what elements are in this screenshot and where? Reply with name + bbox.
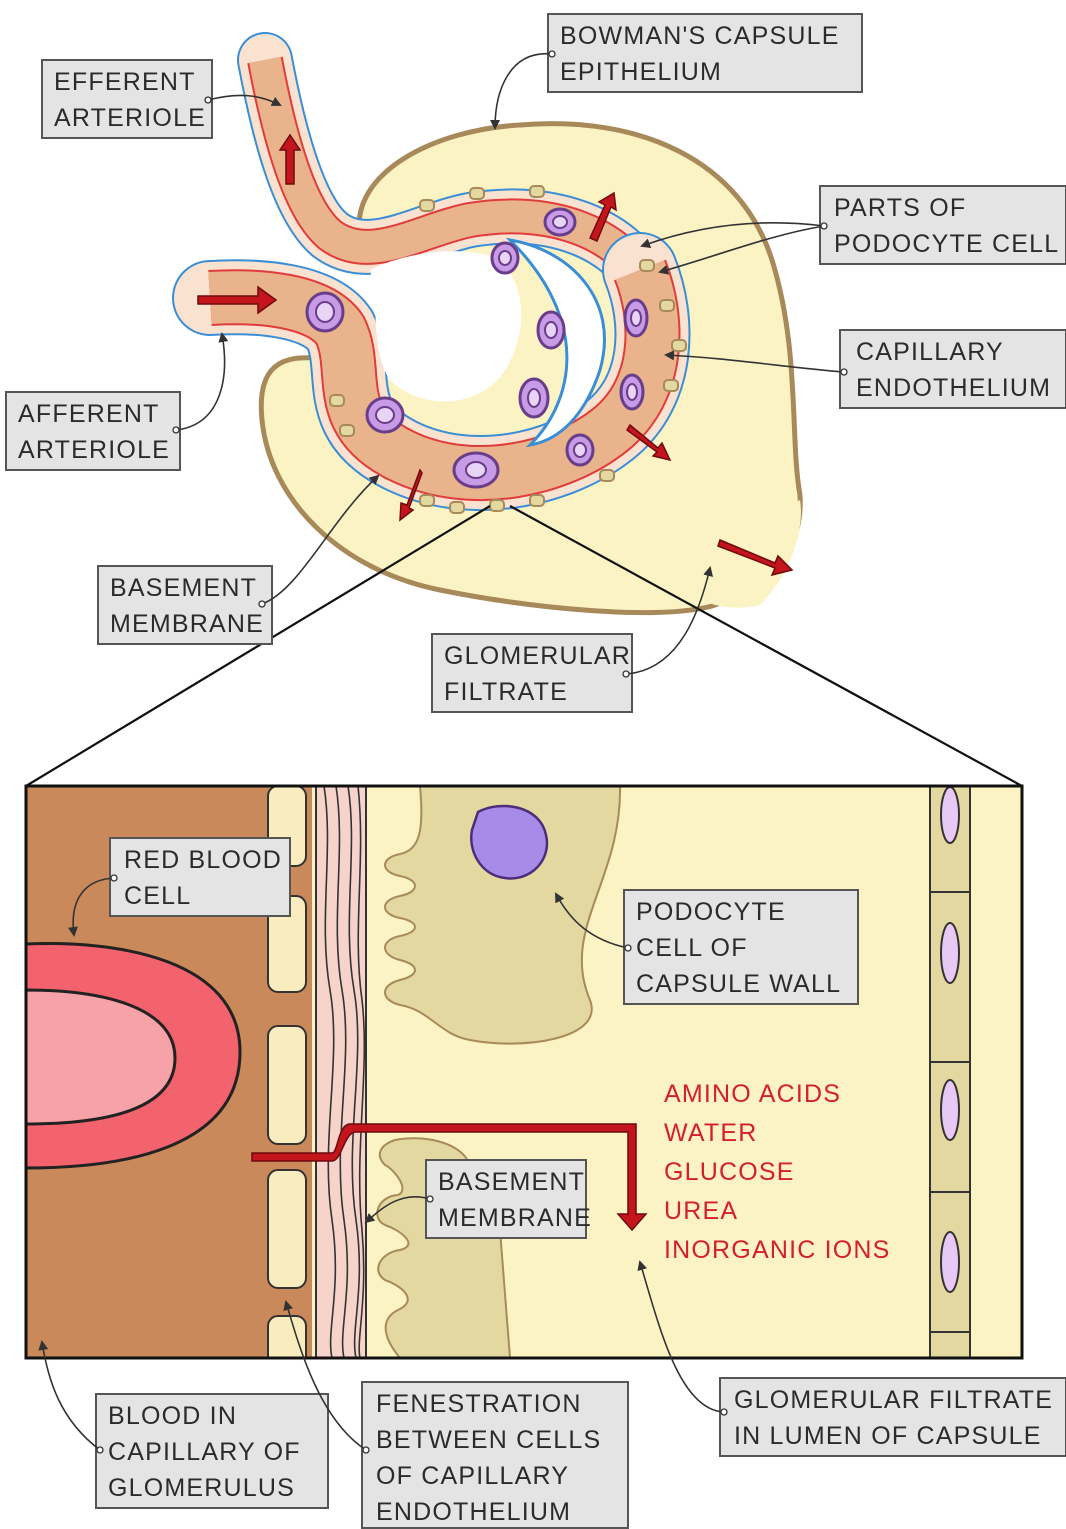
svg-text:ENDOTHELIUM: ENDOTHELIUM	[376, 1498, 571, 1526]
svg-text:MEMBRANE: MEMBRANE	[438, 1204, 592, 1232]
svg-text:CAPILLARY: CAPILLARY	[856, 338, 1004, 366]
svg-text:MEMBRANE: MEMBRANE	[110, 610, 264, 638]
svg-text:INORGANIC IONS: INORGANIC IONS	[664, 1236, 891, 1264]
basement-membrane-band	[316, 786, 366, 1358]
svg-text:AFFERENT: AFFERENT	[18, 400, 160, 428]
svg-text:AMINO ACIDS: AMINO ACIDS	[664, 1080, 841, 1108]
svg-text:CAPSULE WALL: CAPSULE WALL	[636, 970, 841, 998]
capsule-wall-cells	[930, 786, 970, 1358]
svg-text:CELL OF: CELL OF	[636, 934, 748, 962]
label-afferent-arteriole: AFFERENT ARTERIOLE	[6, 334, 225, 470]
svg-text:EFFERENT: EFFERENT	[54, 68, 196, 96]
svg-text:BASEMENT: BASEMENT	[438, 1168, 585, 1196]
svg-text:GLOMERULUS: GLOMERULUS	[108, 1474, 295, 1502]
svg-text:EPITHELIUM: EPITHELIUM	[560, 58, 722, 86]
svg-text:OF CAPILLARY: OF CAPILLARY	[376, 1462, 569, 1490]
svg-text:BASEMENT: BASEMENT	[110, 574, 257, 602]
svg-text:CAPILLARY OF: CAPILLARY OF	[108, 1438, 301, 1466]
svg-text:PODOCYTE: PODOCYTE	[636, 898, 786, 926]
svg-text:FILTRATE: FILTRATE	[444, 678, 568, 706]
podocyte-nucleus	[471, 806, 547, 879]
svg-text:FENESTRATION: FENESTRATION	[376, 1390, 582, 1418]
svg-text:ARTERIOLE: ARTERIOLE	[18, 436, 170, 464]
svg-text:CELL: CELL	[124, 882, 191, 910]
svg-text:RED BLOOD: RED BLOOD	[124, 846, 282, 874]
svg-text:UREA: UREA	[664, 1197, 738, 1225]
svg-text:PARTS OF: PARTS OF	[834, 194, 966, 222]
svg-text:WATER: WATER	[664, 1119, 758, 1147]
label-blood-in-capillary: BLOOD IN CAPILLARY OF GLOMERULUS	[42, 1342, 328, 1508]
svg-text:IN LUMEN OF CAPSULE: IN LUMEN OF CAPSULE	[734, 1422, 1042, 1450]
svg-text:BLOOD IN: BLOOD IN	[108, 1402, 237, 1430]
svg-text:BETWEEN CELLS: BETWEEN CELLS	[376, 1426, 601, 1454]
svg-text:ENDOTHELIUM: ENDOTHELIUM	[856, 374, 1051, 402]
label-bowmans-capsule: BOWMAN'S CAPSULE EPITHELIUM	[495, 14, 862, 128]
svg-text:GLOMERULAR: GLOMERULAR	[444, 642, 631, 670]
svg-text:ARTERIOLE: ARTERIOLE	[54, 104, 206, 132]
svg-text:GLOMERULAR FILTRATE: GLOMERULAR FILTRATE	[734, 1386, 1053, 1414]
svg-text:PODOCYTE CELL: PODOCYTE CELL	[834, 230, 1059, 258]
svg-text:GLUCOSE: GLUCOSE	[664, 1158, 795, 1186]
svg-text:BOWMAN'S CAPSULE: BOWMAN'S CAPSULE	[560, 22, 840, 50]
